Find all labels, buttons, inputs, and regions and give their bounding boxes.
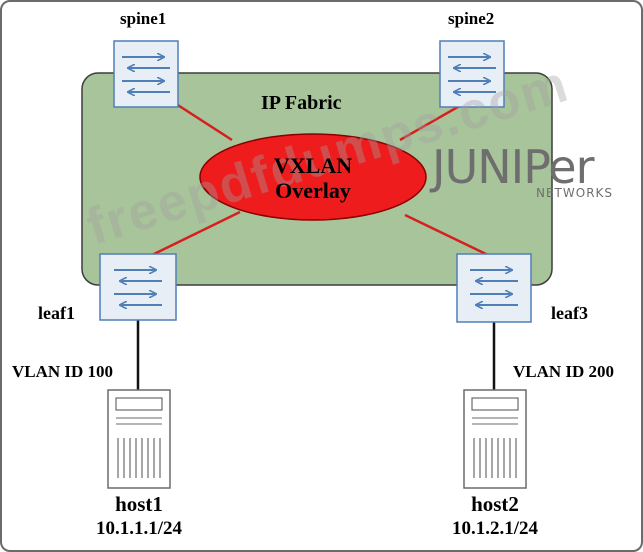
switch-spine2	[439, 40, 505, 108]
vxlan-overlay	[199, 133, 427, 221]
host1-name: host1	[115, 492, 163, 516]
link-leaf1-overlay	[151, 210, 241, 257]
host1-ip: 10.1.1.1/24	[95, 518, 183, 539]
ip-fabric-label: IP Fabric	[261, 92, 342, 114]
switch-leaf3	[456, 253, 532, 323]
overlay-label-line1: VXLAN	[273, 153, 353, 178]
spine1-label: spine1	[120, 9, 167, 28]
vlan100-label: VLAN ID 100	[12, 362, 114, 381]
server-host2	[463, 389, 527, 489]
leaf3-label: leaf3	[551, 303, 588, 323]
vlan200-label: VLAN ID 200	[513, 362, 615, 381]
overlay-label-line2: Overlay	[275, 178, 351, 203]
leaf1-label: leaf1	[38, 303, 75, 323]
switch-leaf1	[99, 253, 177, 321]
server-host1	[107, 389, 171, 489]
switch-spine1	[113, 40, 179, 108]
link-leaf3-overlay	[404, 213, 489, 257]
juniper-logo-subtitle: NETWORKS	[536, 186, 614, 200]
host2-ip: 10.1.2.1/24	[451, 518, 539, 539]
spine2-label: spine2	[448, 9, 495, 28]
juniper-logo: JUNIPer	[432, 140, 595, 194]
link-spine1-overlay	[169, 98, 233, 142]
host2-name: host2	[471, 492, 519, 516]
